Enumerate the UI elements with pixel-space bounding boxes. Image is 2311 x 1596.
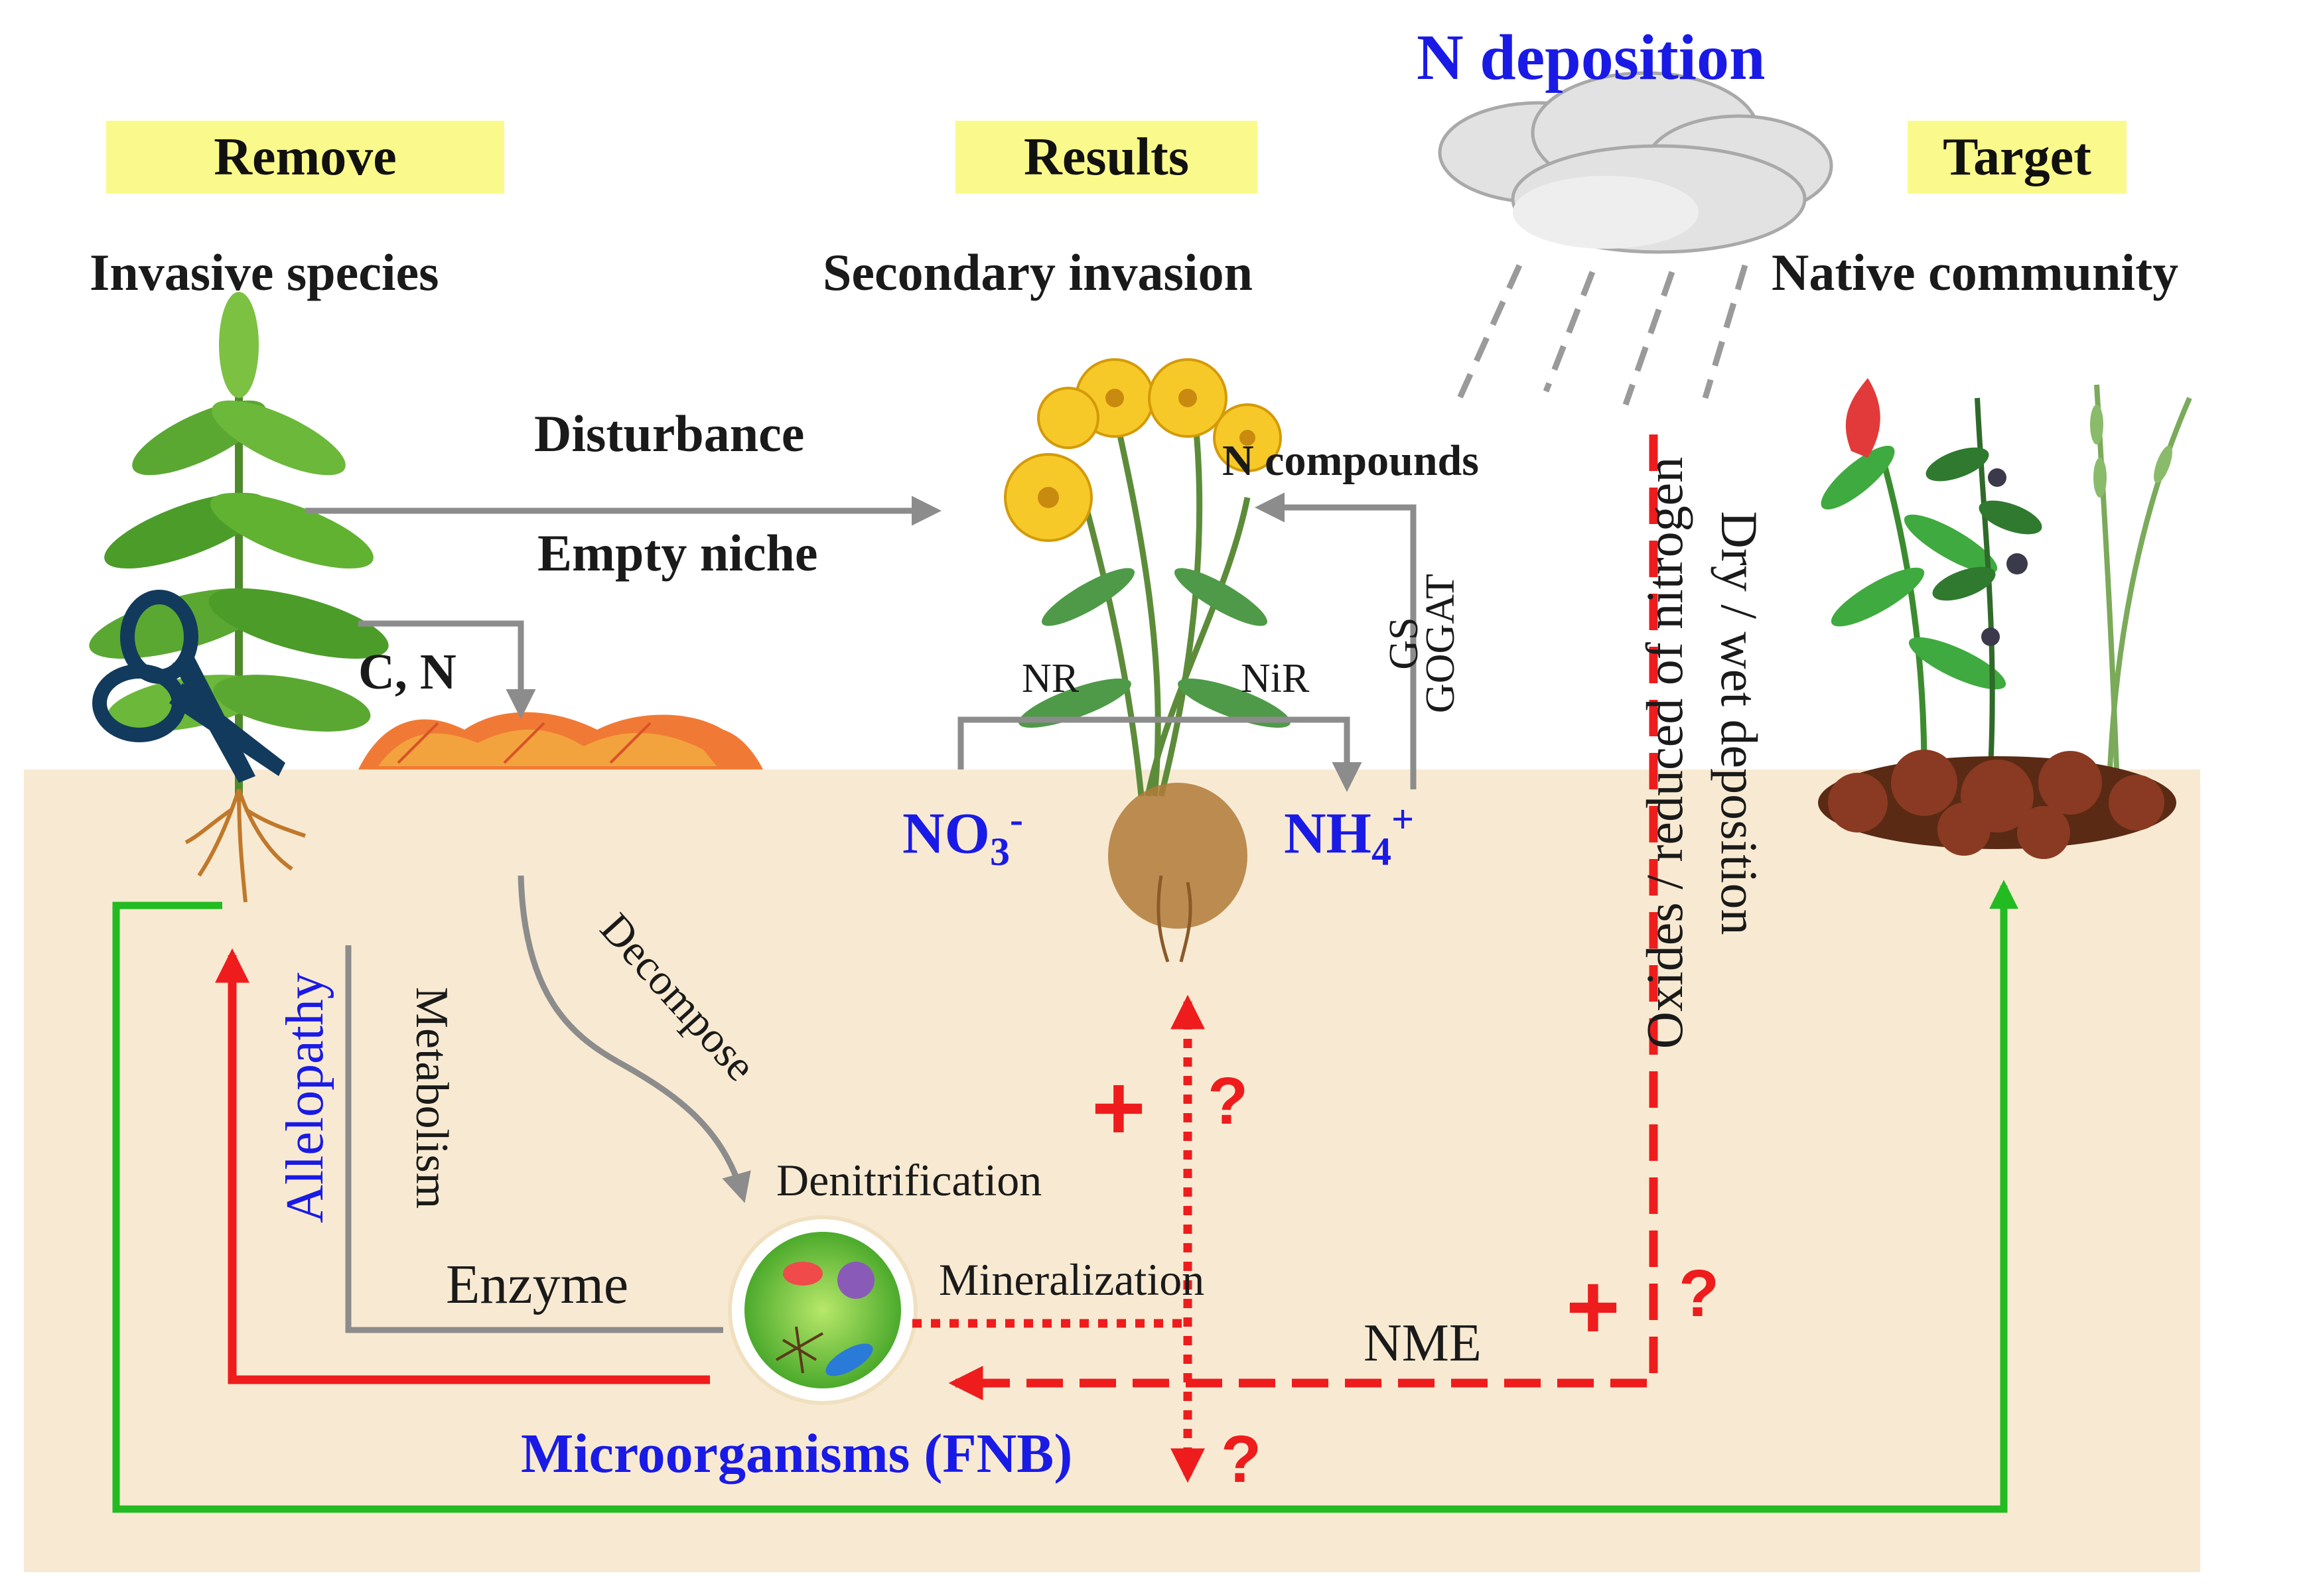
metabolism-enzyme-line xyxy=(345,945,723,1333)
grey-arrows xyxy=(305,492,1417,1333)
header-remove: Remove xyxy=(106,121,504,194)
red-arrows xyxy=(215,434,1658,1483)
native-soil-mound xyxy=(1818,750,2176,859)
label-disturbance: Disturbance xyxy=(534,405,805,462)
soil-layer xyxy=(24,769,2200,1572)
title-n-deposition: N deposition xyxy=(1417,22,1766,94)
invasive-roots xyxy=(184,789,306,903)
question-mark-lower: ? xyxy=(1679,1256,1720,1331)
native-plants-icon xyxy=(1821,378,2192,770)
title-invasive-species: Invasive species xyxy=(90,243,439,301)
label-metabolism: Metabolism xyxy=(406,986,457,1209)
label-gs: GS xyxy=(1381,617,1427,670)
leaf-litter-icon xyxy=(358,712,763,769)
label-n-compounds: N compounds xyxy=(1222,436,1479,485)
label-microorganisms: Microorganisms (FNB) xyxy=(521,1423,1073,1485)
label-allelopathy: Allelopathy xyxy=(276,972,334,1223)
scissors-icon xyxy=(92,590,285,783)
no3-superscript: - xyxy=(1010,797,1023,841)
label-denitrification: Denitrification xyxy=(776,1155,1042,1205)
label-enzyme: Enzyme xyxy=(446,1254,629,1315)
label-no3: NO3- xyxy=(902,799,1023,872)
header-results: Results xyxy=(955,121,1257,194)
invasive-plant-icon xyxy=(89,292,389,796)
nh4-base: NH xyxy=(1284,801,1371,866)
label-mineralization: Mineralization xyxy=(939,1254,1205,1305)
cn-arrow xyxy=(358,620,536,719)
no3-base: NO xyxy=(902,801,990,866)
gs-gogat-arrow xyxy=(1255,492,1417,789)
label-dry-wet-deposition: Dry / wet deposition xyxy=(1711,511,1768,935)
microbe-icon xyxy=(728,1215,918,1405)
label-gogat: GOGAT xyxy=(1418,573,1463,714)
question-mark-bottom: ? xyxy=(1221,1422,1262,1496)
secondary-roots xyxy=(1108,783,1247,963)
label-oxides-nitrogen: Oxides / reduced of nitrogen xyxy=(1636,456,1693,1049)
title-secondary-invasion: Secondary invasion xyxy=(823,243,1253,301)
no3-subscript: 3 xyxy=(990,829,1010,874)
plus-sign-lower: + xyxy=(1566,1254,1620,1359)
secondary-plant-icon xyxy=(1004,358,1291,797)
green-loop-arrow xyxy=(112,880,2018,1513)
nh4-superscript: + xyxy=(1391,797,1415,841)
label-empty-niche: Empty niche xyxy=(537,524,818,582)
decompose-arrow xyxy=(518,875,751,1203)
cloud-icon xyxy=(1438,71,1833,254)
label-cn: C, N xyxy=(358,644,456,700)
allelopathy-arrow xyxy=(215,948,710,1384)
header-target: Target xyxy=(1908,121,2127,194)
plus-sign-upper: + xyxy=(1091,1055,1146,1160)
label-nir: NiR xyxy=(1241,656,1310,701)
label-nr: NR xyxy=(1022,656,1080,701)
nh4-subscript: 4 xyxy=(1371,829,1391,874)
question-mark-upper: ? xyxy=(1208,1064,1249,1138)
rain-lines xyxy=(1456,264,1748,406)
label-nh4: NH4+ xyxy=(1284,799,1414,872)
label-nme: NME xyxy=(1364,1314,1482,1372)
nr-nir-arrow xyxy=(957,716,1362,792)
title-native-community: Native community xyxy=(1772,243,2179,301)
